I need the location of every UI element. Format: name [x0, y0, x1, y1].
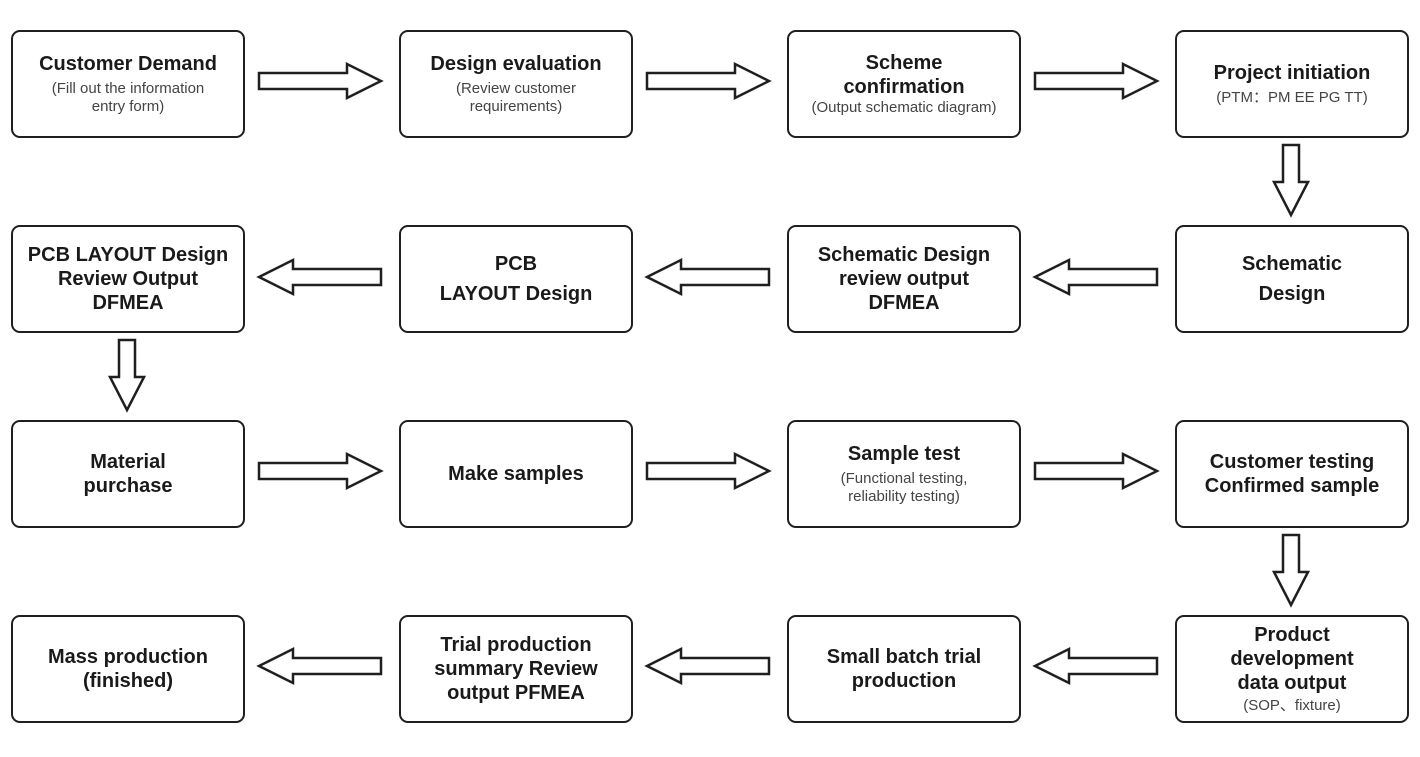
step-pcb-layout-design: PCB LAYOUT Design	[399, 225, 633, 333]
step-title: Customer testing Confirmed sample	[1204, 451, 1380, 497]
step-project-initiation: Project initiation (PTM：PM EE PG TT)	[1175, 30, 1409, 138]
step-title: Product development data output	[1230, 624, 1354, 694]
step-title: Material purchase	[83, 451, 173, 497]
step-small-batch: Small batch trial production	[787, 615, 1021, 723]
step-material-purchase: Material purchase	[11, 420, 245, 528]
step-title: PCB LAYOUT Design Review Output DFMEA	[27, 244, 229, 314]
step-make-samples: Make samples	[399, 420, 633, 528]
arrow-down-icon	[1271, 533, 1311, 608]
step-customer-demand: Customer Demand (Fill out the informatio…	[11, 30, 245, 138]
step-scheme-confirmation: Scheme confirmation (Output schematic di…	[787, 30, 1021, 138]
step-title: Small batch trial production	[826, 646, 982, 692]
step-subtitle: (PTM：PM EE PG TT)	[1216, 89, 1368, 106]
step-title: Schematic Design	[1241, 253, 1343, 305]
arrow-right-icon	[1033, 61, 1160, 101]
step-schematic-design: Schematic Design	[1175, 225, 1409, 333]
step-design-evaluation: Design evaluation (Review customer requi…	[399, 30, 633, 138]
arrow-left-icon	[1032, 646, 1159, 686]
step-mass-production: Mass production (finished)	[11, 615, 245, 723]
arrow-right-icon	[257, 61, 384, 101]
step-title: Make samples	[448, 463, 584, 485]
step-title: Design evaluation	[430, 53, 602, 75]
step-title: Project initiation	[1213, 62, 1371, 84]
arrow-down-icon	[107, 338, 147, 413]
step-subtitle: (Review customer requirements)	[455, 80, 577, 115]
step-title: Schematic Design review output DFMEA	[817, 244, 991, 314]
arrow-right-icon	[257, 451, 384, 491]
step-trial-summary: Trial production summary Review output P…	[399, 615, 633, 723]
arrow-left-icon	[1032, 257, 1159, 297]
arrow-left-icon	[644, 257, 771, 297]
arrow-left-icon	[256, 646, 383, 686]
arrow-down-icon	[1271, 143, 1311, 218]
arrow-left-icon	[644, 646, 771, 686]
step-pcb-layout-review: PCB LAYOUT Design Review Output DFMEA	[11, 225, 245, 333]
step-subtitle: (Functional testing, reliability testing…	[840, 470, 968, 505]
arrow-right-icon	[645, 61, 772, 101]
step-title: Customer Demand	[39, 53, 217, 75]
step-title: PCB LAYOUT Design	[439, 253, 593, 305]
step-title: Scheme confirmation	[843, 52, 965, 98]
step-title: Sample test	[847, 443, 961, 465]
arrow-right-icon	[1033, 451, 1160, 491]
step-schematic-review: Schematic Design review output DFMEA	[787, 225, 1021, 333]
arrow-left-icon	[256, 257, 383, 297]
step-product-data-output: Product development data output (SOP、fix…	[1175, 615, 1409, 723]
step-subtitle: (Output schematic diagram)	[811, 99, 997, 116]
arrow-right-icon	[645, 451, 772, 491]
step-subtitle: (SOP、fixture)	[1243, 697, 1341, 714]
step-title: Trial production summary Review output P…	[434, 634, 598, 704]
step-title: Mass production (finished)	[47, 646, 208, 692]
step-customer-testing: Customer testing Confirmed sample	[1175, 420, 1409, 528]
step-subtitle: (Fill out the information entry form)	[51, 80, 205, 115]
step-sample-test: Sample test (Functional testing, reliabi…	[787, 420, 1021, 528]
